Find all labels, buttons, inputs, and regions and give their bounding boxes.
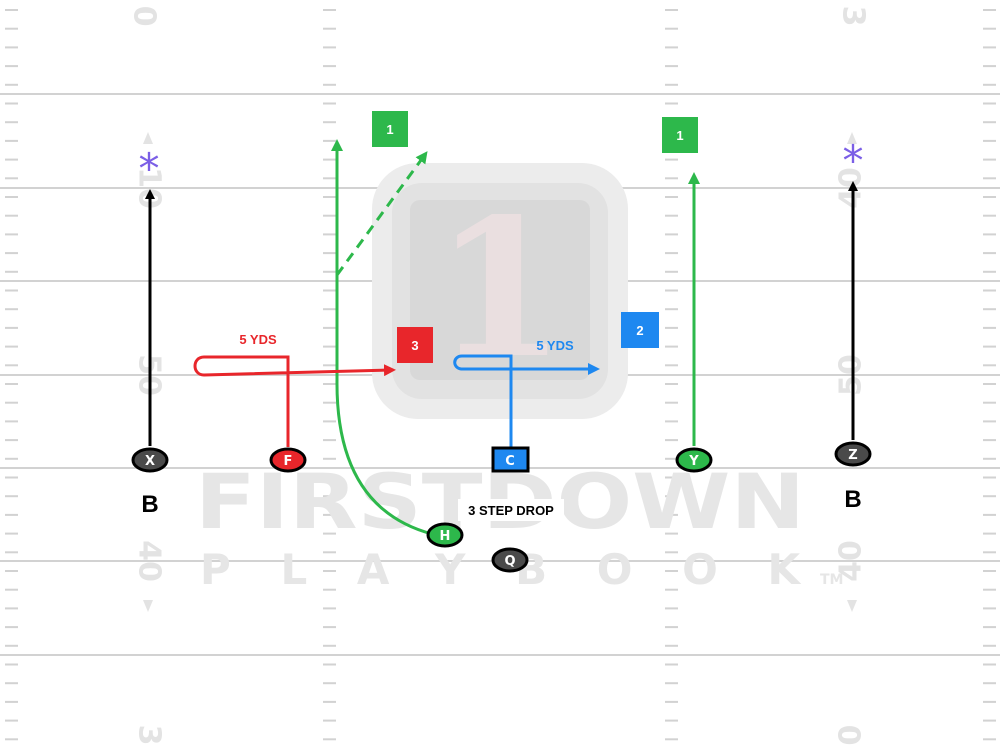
player-h[interactable]: H [426,522,464,548]
svg-text:2: 2 [636,323,643,338]
defender-left: B [141,491,158,518]
watermark-trademark: TM [820,572,843,588]
route-h-wheel-seam [331,139,433,536]
yard-number-left-lower: 40 [132,540,167,582]
read-progression: 1 1 2 3 [372,111,698,363]
player-x[interactable]: X [131,447,169,473]
watermark-logo: 1 [372,163,628,419]
yard-number-right-top: 3 [836,6,871,27]
player-q[interactable]: Q [491,547,529,573]
route-c-out [453,354,600,447]
svg-text:1: 1 [386,122,393,137]
svg-text:1: 1 [676,128,683,143]
label-c-depth: 5 YDS [536,338,574,353]
yard-number-right-mid: 50 [834,354,869,396]
player-c[interactable]: C [491,446,530,473]
read-box-f-out [397,327,433,363]
player-z[interactable]: Z [834,441,872,467]
svg-text:Z: Z [848,448,857,463]
svg-text:F: F [284,454,293,469]
svg-text:Y: Y [688,454,699,469]
svg-text:H: H [440,529,451,544]
routes [145,139,858,536]
yard-number-left-bottom: 3 [132,725,167,746]
svg-text:X: X [145,454,155,469]
route-h-option-dashed [335,151,428,276]
watermark-text: FIRSTDOWN PLAYBOOK TM [195,457,843,594]
yard-number-right-bottom: 0 [834,725,869,746]
player-f[interactable]: F [269,447,307,473]
read-box-h-seam [372,111,408,147]
label-qb-drop: 3 STEP DROP [468,503,554,518]
hash-marks [5,9,996,741]
route-labels: 5 YDS 5 YDS 3 STEP DROP [228,330,574,521]
yard-number-right-lower: 40 [834,540,869,582]
label-f-depth: 5 YDS [239,332,277,347]
svg-text:Q: Q [504,554,515,569]
defender-marker-left: * [139,144,160,193]
defender-right: B [844,486,861,513]
defenders: * * B B [132,136,871,520]
yard-number-left-top: 0 [127,6,162,27]
read-box-y-go [662,117,698,153]
svg-text:3: 3 [411,338,418,353]
read-box-c-out [621,312,659,348]
logo-numeral: 1 [434,177,566,400]
route-f-out [193,355,396,447]
svg-text:C: C [505,454,515,469]
player-y[interactable]: Y [675,447,713,473]
defender-marker-right: * [843,136,864,185]
